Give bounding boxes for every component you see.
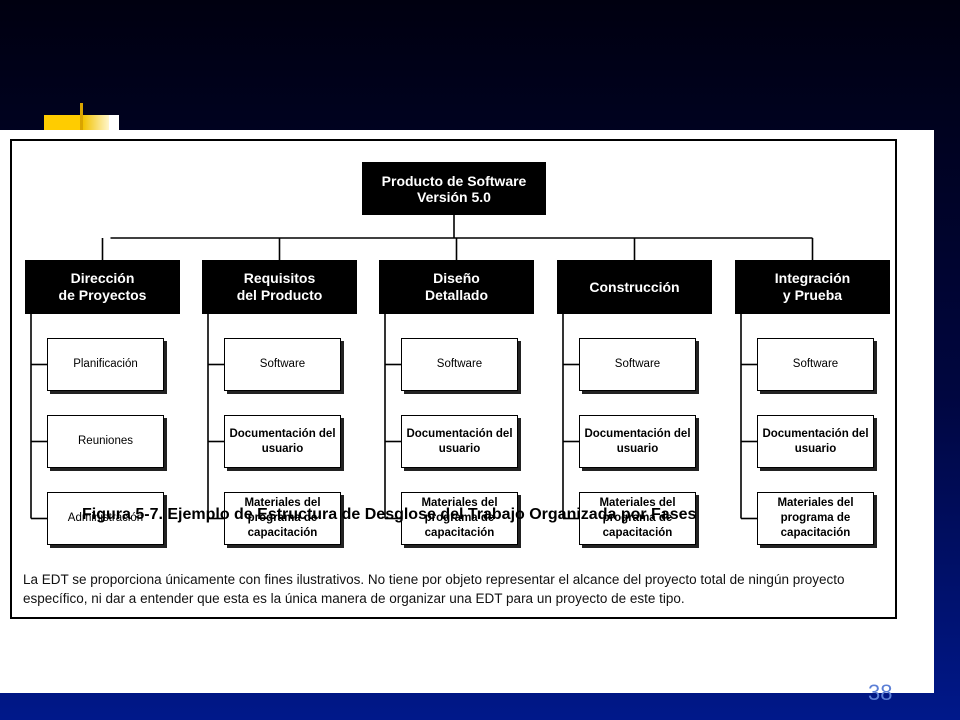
work-package-node: Documentación del usuario <box>579 415 696 468</box>
work-package-label: Software <box>792 358 839 370</box>
work-package-node: Software <box>757 338 874 391</box>
phase-title-line1: Construcción <box>589 278 680 295</box>
root-title-line2: Versión 5.0 <box>417 188 491 205</box>
work-package-node: Software <box>224 338 341 391</box>
work-package-node: Software <box>579 338 696 391</box>
phase-title-line2: de Proyectos <box>58 287 147 303</box>
work-package-label: Software <box>436 358 483 370</box>
connector-lines <box>30 215 814 520</box>
root-title-line1: Producto de Software <box>381 172 527 189</box>
figure-caption: Figura 5-7. Ejemplo de Estructura de Des… <box>82 506 697 523</box>
work-package-label: Administración <box>67 512 144 524</box>
work-package-node: Planificación <box>47 338 164 391</box>
work-package-label: Documentación del usuario <box>229 427 336 455</box>
work-package-node: Documentación del usuario <box>757 415 874 468</box>
work-package-label: Documentación del usuario <box>584 427 691 455</box>
work-package-label: Documentación del usuario <box>406 427 513 455</box>
work-package-label: Planificación <box>73 358 138 370</box>
work-package-label: Materiales del programa de capacitación <box>244 497 321 539</box>
root-node: Producto de Software Versión 5.0 <box>362 162 546 215</box>
accent-square-yellow <box>44 115 80 131</box>
phase-title-line1: Diseño <box>433 270 480 286</box>
work-package-node: Materiales del programa de capacitación <box>224 492 341 545</box>
work-package-node: Materiales del programa de capacitación <box>579 492 696 545</box>
figure-frame <box>10 139 897 619</box>
work-package-label: Reuniones <box>78 435 133 447</box>
work-package-node: Administración <box>47 492 164 545</box>
phase-title-line1: Requisitos <box>243 270 316 286</box>
phase-title-line2: del Producto <box>236 287 323 303</box>
work-package-node: Materiales del programa de capacitación <box>757 492 874 545</box>
work-package-label: Software <box>259 358 306 370</box>
disclaimer-note: La EDT se proporciona únicamente con fin… <box>23 572 845 606</box>
wbs-figure: Producto de Software Versión 5.0 Direcci… <box>0 130 934 693</box>
work-package-label: Materiales del programa de capacitación <box>599 497 676 539</box>
phase-title-line2: Detallado <box>424 287 488 303</box>
work-package-label: Materiales del programa de capacitación <box>421 497 498 539</box>
phase-title-line1: Dirección <box>70 270 135 286</box>
phase-title-line2: y Prueba <box>782 287 843 303</box>
work-package-label: Documentación del usuario <box>762 427 869 455</box>
accent-bar <box>80 103 83 131</box>
work-package-node: Software <box>401 338 518 391</box>
work-package-label: Materiales del programa de capacitación <box>777 497 854 539</box>
work-package-node: Documentación del usuario <box>224 415 341 468</box>
work-package-label: Software <box>614 358 661 370</box>
work-package-node: Reuniones <box>47 415 164 468</box>
phase-node: Construcción <box>557 260 712 314</box>
phase-title-line1: Integración <box>774 270 851 286</box>
page-number: 38 <box>868 680 893 705</box>
work-package-node: Materiales del programa de capacitación <box>401 492 518 545</box>
accent-square-gradient <box>83 115 119 131</box>
work-package-node: Documentación del usuario <box>401 415 518 468</box>
